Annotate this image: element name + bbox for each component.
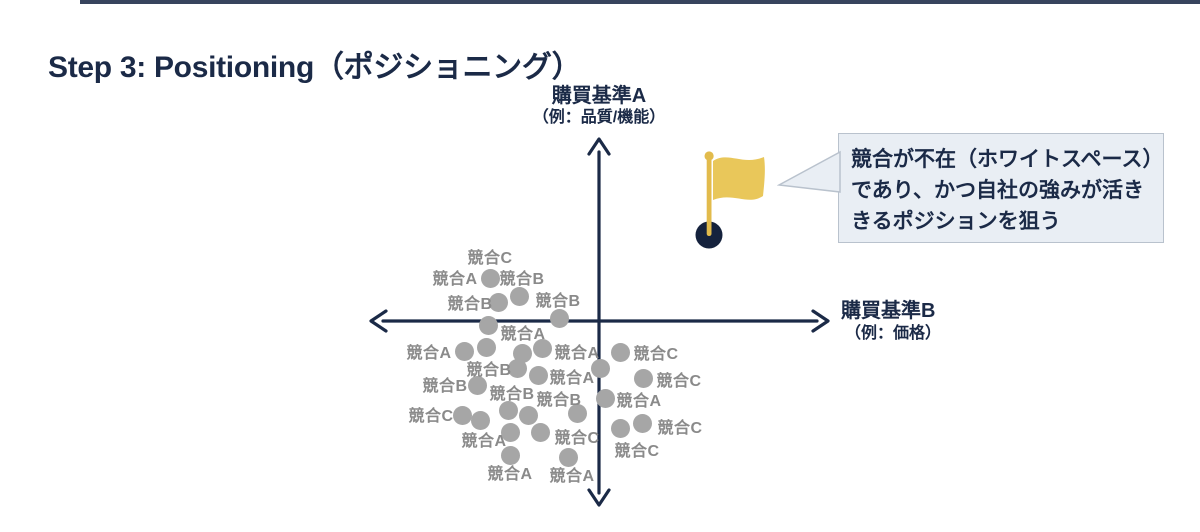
competitor-dot (480, 268, 500, 288)
competitor-dot (476, 337, 496, 357)
competitor-dot (478, 315, 498, 335)
competitor-dot (454, 341, 474, 361)
y-axis-label: 購買基準A （例：品質/機能） (533, 84, 665, 128)
competitor-dot (500, 422, 520, 442)
competitor-dot (532, 338, 552, 358)
competitor-label: 競合C (408, 408, 454, 425)
competitor-dot (452, 405, 472, 425)
competitor-dot (530, 422, 550, 442)
competitor-label: 競合C (614, 443, 660, 460)
competitor-dot (509, 286, 529, 306)
competitor-dot (595, 388, 615, 408)
competitor-dot (470, 410, 490, 430)
competitor-label: 競合B (535, 293, 581, 310)
x-axis-arrow-left-icon (369, 309, 388, 333)
competitor-label: 競合B (466, 362, 512, 379)
x-axis-subtitle: （例：価格） (845, 325, 942, 342)
competitor-dot (633, 368, 653, 388)
competitor-label: 競合B (536, 392, 582, 409)
competitor-label: 競合A (487, 466, 533, 483)
competitor-label: 競合C (657, 420, 703, 437)
callout-pointer-icon (777, 150, 841, 193)
competitor-label: 競合A (554, 345, 600, 362)
competitor-dot (610, 418, 630, 438)
competitor-dot (500, 445, 520, 465)
competitor-dot (558, 447, 578, 467)
y-axis-subtitle: （例：品質/機能） (532, 109, 666, 126)
y-axis-arrow-down-icon (587, 488, 611, 507)
competitor-label: 競合A (500, 326, 546, 343)
competitor-label: 競合C (633, 346, 679, 363)
flag-icon (695, 151, 765, 249)
competitor-dot (518, 405, 538, 425)
x-axis-title: 購買基準B (841, 300, 936, 322)
callout-line: きるポジションを狙う (851, 210, 1061, 233)
competitor-label: 競合B (422, 378, 468, 395)
competitor-dot (567, 403, 587, 423)
page-title: Step 3: Positioning（ポジショニング） (48, 51, 582, 85)
x-axis-label: 購買基準B （例：価格） (841, 299, 941, 344)
competitor-dot (512, 343, 532, 363)
callout-bubble: 競合が不在（ホワイトスペース） であり、かつ自社の強みが活き きるポジションを狙… (838, 133, 1164, 243)
competitor-dot (528, 365, 548, 385)
competitor-label: 競合A (549, 370, 595, 387)
competitor-dot (632, 413, 652, 433)
competitor-dot (488, 292, 508, 312)
callout-line: 競合が不在（ホワイトスペース） (851, 148, 1164, 171)
top-edge-bar (80, 0, 1200, 4)
competitor-label: 競合C (467, 250, 513, 267)
competitor-label: 競合C (554, 430, 600, 447)
competitor-label: 競合A (461, 433, 507, 450)
competitor-label: 競合C (656, 373, 702, 390)
competitor-dot (507, 358, 527, 378)
competitor-dot (498, 400, 518, 420)
x-axis-arrow-right-icon (811, 309, 830, 333)
competitor-label: 競合A (616, 393, 662, 410)
competitor-label: 競合B (499, 271, 545, 288)
y-axis-arrow-up-icon (587, 137, 611, 156)
competitor-label: 競合A (549, 468, 595, 485)
competitor-dot (610, 342, 630, 362)
competitor-dot (590, 358, 610, 378)
competitor-dot (467, 375, 487, 395)
competitor-label: 競合B (447, 296, 493, 313)
competitor-label: 競合B (489, 386, 535, 403)
competitor-label: 競合A (432, 271, 478, 288)
y-axis-title: 購買基準A (551, 85, 647, 107)
competitor-dot (549, 308, 569, 328)
competitor-label: 競合A (406, 345, 452, 362)
callout-line: であり、かつ自社の強みが活き (851, 179, 1144, 202)
